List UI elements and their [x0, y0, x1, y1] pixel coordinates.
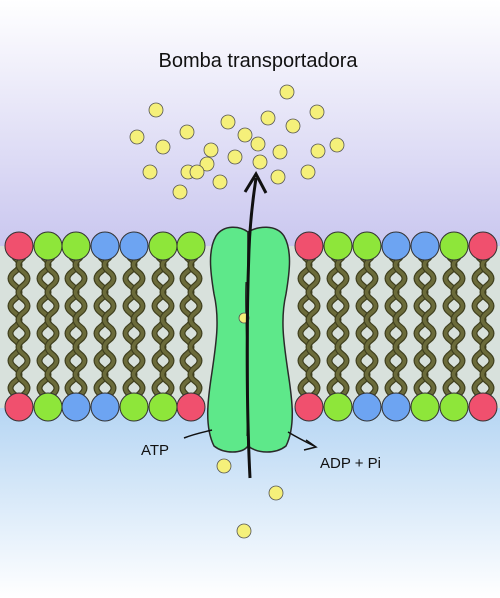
lipid-tail	[393, 256, 407, 397]
atp-pointer-line	[183, 429, 213, 439]
solute-molecule	[203, 142, 219, 158]
solute-molecule	[237, 127, 253, 143]
arrow-head	[243, 170, 268, 194]
lipid-tail	[422, 256, 436, 397]
phospholipid-head-blue	[352, 392, 382, 422]
phospholipid-head-red	[294, 231, 324, 261]
solute-molecule	[199, 156, 215, 172]
phospholipid-head-green	[148, 392, 178, 422]
adp-pi-label: ADP + Pi	[320, 455, 381, 472]
transport-arrow	[243, 170, 268, 479]
phospholipid-head-green	[352, 231, 382, 261]
phospholipid-head-blue	[119, 231, 149, 261]
extracellular-background	[0, 0, 500, 250]
phospholipid-head-red	[468, 231, 498, 261]
lipid-tail	[188, 256, 202, 397]
phospholipid-head-red	[294, 392, 324, 422]
lipid-tail	[102, 256, 116, 397]
solute-molecule	[236, 523, 252, 539]
arrow-through-channel	[245, 177, 258, 479]
solute-molecule	[148, 102, 164, 118]
solute-molecule	[260, 110, 276, 126]
phospholipid-heads	[4, 231, 498, 422]
lipid-tail	[480, 256, 494, 397]
solute-molecule	[179, 124, 195, 140]
lipid-tail	[306, 256, 320, 397]
phospholipid-head-green	[119, 392, 149, 422]
diagram-title: Bomba transportadora	[158, 50, 358, 72]
phospholipid-head-green	[439, 231, 469, 261]
lipid-tail	[45, 256, 59, 397]
solute-molecule	[272, 144, 288, 160]
solute-molecule	[227, 149, 243, 165]
solute-molecules	[129, 84, 345, 539]
phospholipid-head-blue	[61, 392, 91, 422]
solute-molecule	[189, 164, 205, 180]
solute-molecule	[252, 154, 268, 170]
lipid-tails	[7, 255, 495, 398]
phospholipid-head-red	[176, 392, 206, 422]
solute-molecule	[172, 184, 188, 200]
atp-label: ATP	[141, 442, 169, 459]
phospholipid-head-blue	[381, 392, 411, 422]
phospholipid-head-green	[323, 392, 353, 422]
solute-molecule	[155, 139, 171, 155]
solute-molecule	[216, 458, 232, 474]
solute-molecule	[285, 118, 301, 134]
lipid-tail	[451, 256, 465, 397]
phospholipid-head-red	[468, 392, 498, 422]
solute-molecule	[279, 84, 295, 100]
solute-molecule	[129, 129, 145, 145]
solute-molecule	[220, 114, 236, 130]
phospholipid-head-green	[33, 392, 63, 422]
phospholipid-head-green	[410, 392, 440, 422]
solute-molecule	[212, 174, 228, 190]
solute-molecule	[268, 485, 284, 501]
solute-molecule	[250, 136, 266, 152]
phospholipid-head-red	[4, 231, 34, 261]
phospholipid-head-green	[148, 231, 178, 261]
protein-right-half	[247, 226, 294, 453]
lipid-tail	[364, 256, 378, 397]
solute-molecule	[329, 137, 345, 153]
solute-molecule	[300, 164, 316, 180]
lipid-tail	[160, 256, 174, 397]
phospholipid-head-green	[439, 392, 469, 422]
phospholipid-head-red	[4, 392, 34, 422]
transport-protein	[206, 226, 294, 453]
phospholipid-head-blue	[90, 231, 120, 261]
phospholipid-head-blue	[381, 231, 411, 261]
lipid-tail	[131, 256, 145, 397]
solute-molecule	[142, 164, 158, 180]
phospholipid-head-green	[61, 231, 91, 261]
solute-molecule	[270, 169, 286, 185]
adp-arrow-head	[303, 439, 318, 451]
solute-molecule	[310, 143, 326, 159]
lipid-tail	[335, 256, 349, 397]
phospholipid-head-blue	[90, 392, 120, 422]
lipid-tail	[73, 256, 87, 397]
phospholipid-head-green	[323, 231, 353, 261]
solute-molecule	[309, 104, 325, 120]
phospholipid-head-green	[176, 231, 206, 261]
phospholipid-head-blue	[410, 231, 440, 261]
phospholipid-head-green	[33, 231, 63, 261]
lipid-tail	[16, 256, 30, 397]
